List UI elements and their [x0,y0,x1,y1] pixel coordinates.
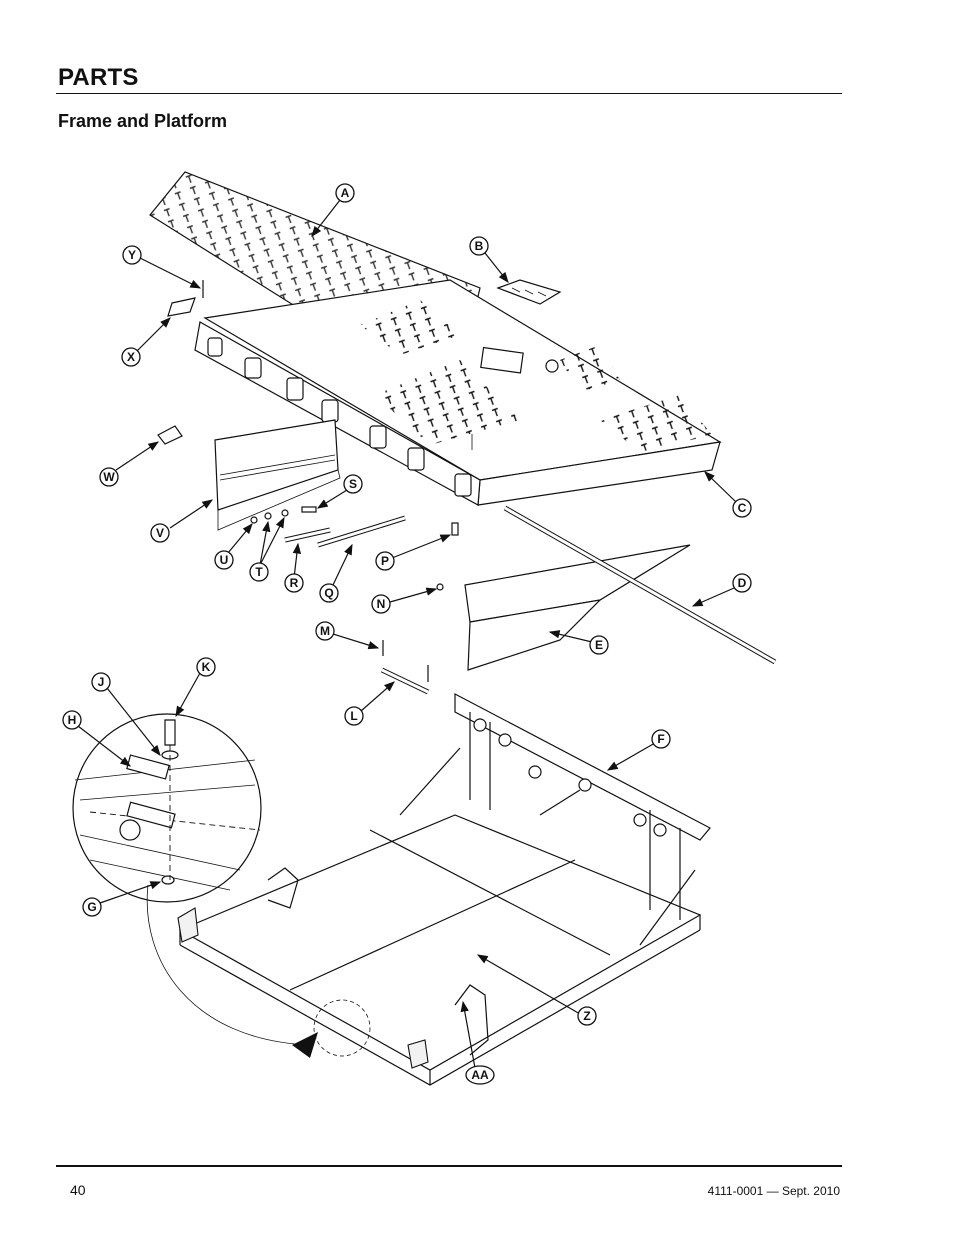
side-bracket [214,419,341,531]
callout-h: H [62,710,82,730]
callout-y: Y [122,245,142,265]
callout-z: Z [577,1006,597,1026]
svg-text:G: G [87,900,96,914]
leader-lines [77,199,737,1069]
long-rod [503,505,777,665]
svg-text:W: W [103,470,115,484]
callout-v: V [150,523,170,543]
svg-text:R: R [290,576,299,590]
callout-aa: AA [465,1065,495,1085]
callout-d: D [732,573,752,593]
callout-x: X [121,347,141,367]
svg-text:F: F [657,732,664,746]
callout-a: A [335,183,355,203]
base-frame [177,693,711,1086]
callout-q: Q [319,583,339,603]
callout-w: W [99,467,119,487]
callout-e: E [589,635,609,655]
footer-rule [56,1165,842,1167]
callout-m: M [315,621,335,641]
section-title: PARTS [58,64,139,91]
platform-deck [194,279,722,506]
svg-text:T: T [255,565,263,579]
callout-b: B [469,236,489,256]
callout-t: T [249,562,269,582]
svg-text:AA: AA [471,1068,489,1082]
callout-p: P [375,551,395,571]
small-hardware [157,280,459,695]
svg-text:K: K [202,660,211,674]
callout-l: L [344,706,364,726]
svg-text:L: L [350,709,357,723]
svg-text:J: J [98,675,105,689]
svg-text:E: E [595,638,603,652]
document-id: 4111-0001 — Sept. 2010 [707,1184,840,1198]
lower-bracket [464,544,691,671]
svg-text:X: X [127,350,135,364]
callout-c: C [732,498,752,518]
svg-text:M: M [320,624,330,638]
callout-u: U [214,550,234,570]
detail-inset [72,713,318,1058]
svg-text:P: P [381,554,389,568]
svg-text:Y: Y [128,248,136,262]
svg-text:H: H [68,713,77,727]
svg-text:U: U [220,553,229,567]
svg-text:V: V [156,526,164,540]
exploded-parts-diagram: A B C D E F G H J K L M N P Q R S T U V … [62,171,777,1086]
callout-j: J [91,672,111,692]
svg-text:D: D [738,576,747,590]
callout-r: R [284,573,304,593]
svg-text:C: C [738,501,747,515]
page-number: 40 [70,1182,86,1198]
access-cover [496,279,562,305]
svg-text:S: S [349,477,357,491]
subsection-title: Frame and Platform [58,111,228,131]
svg-text:Z: Z [583,1009,590,1023]
svg-text:Q: Q [324,586,333,600]
svg-text:A: A [341,186,350,200]
callout-k: K [196,657,216,677]
callout-g: G [82,897,102,917]
svg-text:B: B [475,239,484,253]
callout-s: S [343,474,363,494]
callout-n: N [371,594,391,614]
callout-f: F [651,729,671,749]
svg-text:N: N [377,597,386,611]
header-rule [56,93,842,94]
